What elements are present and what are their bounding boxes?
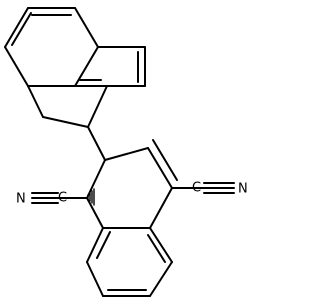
bond	[149, 227, 173, 263]
bond	[86, 159, 106, 199]
stereo-hash-bond	[87, 188, 95, 206]
bond	[147, 234, 166, 263]
atom-label-n: N	[238, 182, 248, 197]
bond	[104, 147, 149, 161]
atom-label-c: C	[192, 181, 201, 196]
right-nitrile: C N	[171, 181, 248, 197]
bond	[4, 7, 29, 48]
bond	[152, 139, 178, 181]
chemical-structure: C N C N	[4, 7, 248, 297]
bond	[86, 197, 104, 229]
bond	[96, 231, 111, 259]
bond	[11, 12, 32, 46]
bond	[74, 46, 99, 87]
atom-label-n: N	[16, 192, 26, 207]
acenaphthene-group	[4, 7, 146, 128]
bond	[42, 116, 89, 128]
bond	[87, 85, 108, 128]
bond	[74, 7, 99, 48]
bond	[4, 46, 29, 87]
bond	[87, 126, 106, 161]
fused-benzene-ring	[86, 227, 173, 297]
bond	[27, 85, 44, 118]
bond	[147, 147, 173, 189]
bond	[86, 227, 104, 263]
left-nitrile: C N	[16, 191, 88, 207]
atom-label-c: C	[58, 191, 67, 206]
dihydronaphthalene-ring	[86, 139, 178, 229]
bond	[86, 261, 104, 297]
bond	[149, 187, 173, 229]
bond	[149, 261, 173, 297]
